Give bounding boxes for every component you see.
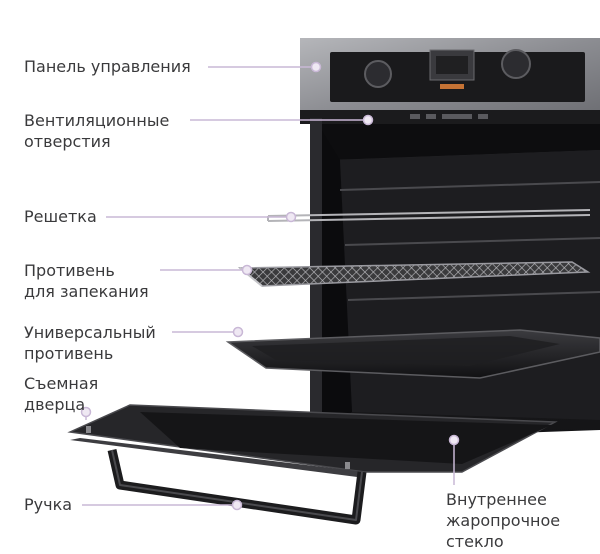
leader-rack [106, 211, 297, 223]
control-panel [330, 49, 585, 102]
label-inner-glass: Внутреннее жаропрочное стекло [446, 490, 561, 551]
label-universal-tray: Универсальный противень [24, 323, 156, 363]
leader-vents [190, 114, 374, 126]
label-door: Съемная дверца [24, 374, 99, 414]
leader-inner-glass [448, 434, 460, 485]
vent-slots [410, 114, 488, 119]
leader-baking-tray [160, 264, 253, 276]
label-control-panel: Панель управления [24, 57, 191, 76]
oven-door [67, 404, 558, 478]
label-vents: Вентиляционные отверстия [24, 111, 170, 151]
leader-handle [82, 499, 243, 511]
label-rack: Решетка [24, 207, 97, 226]
left-knob-icon [364, 60, 392, 88]
leader-control-panel [208, 61, 322, 73]
leader-universal-tray [172, 326, 244, 338]
universal-tray [225, 329, 600, 379]
leader-lines [80, 61, 460, 511]
label-handle: Ручка [24, 495, 73, 514]
label-baking-tray: Противень для запекания [24, 261, 149, 301]
leader-door [80, 406, 92, 420]
right-knob-icon [501, 49, 531, 79]
